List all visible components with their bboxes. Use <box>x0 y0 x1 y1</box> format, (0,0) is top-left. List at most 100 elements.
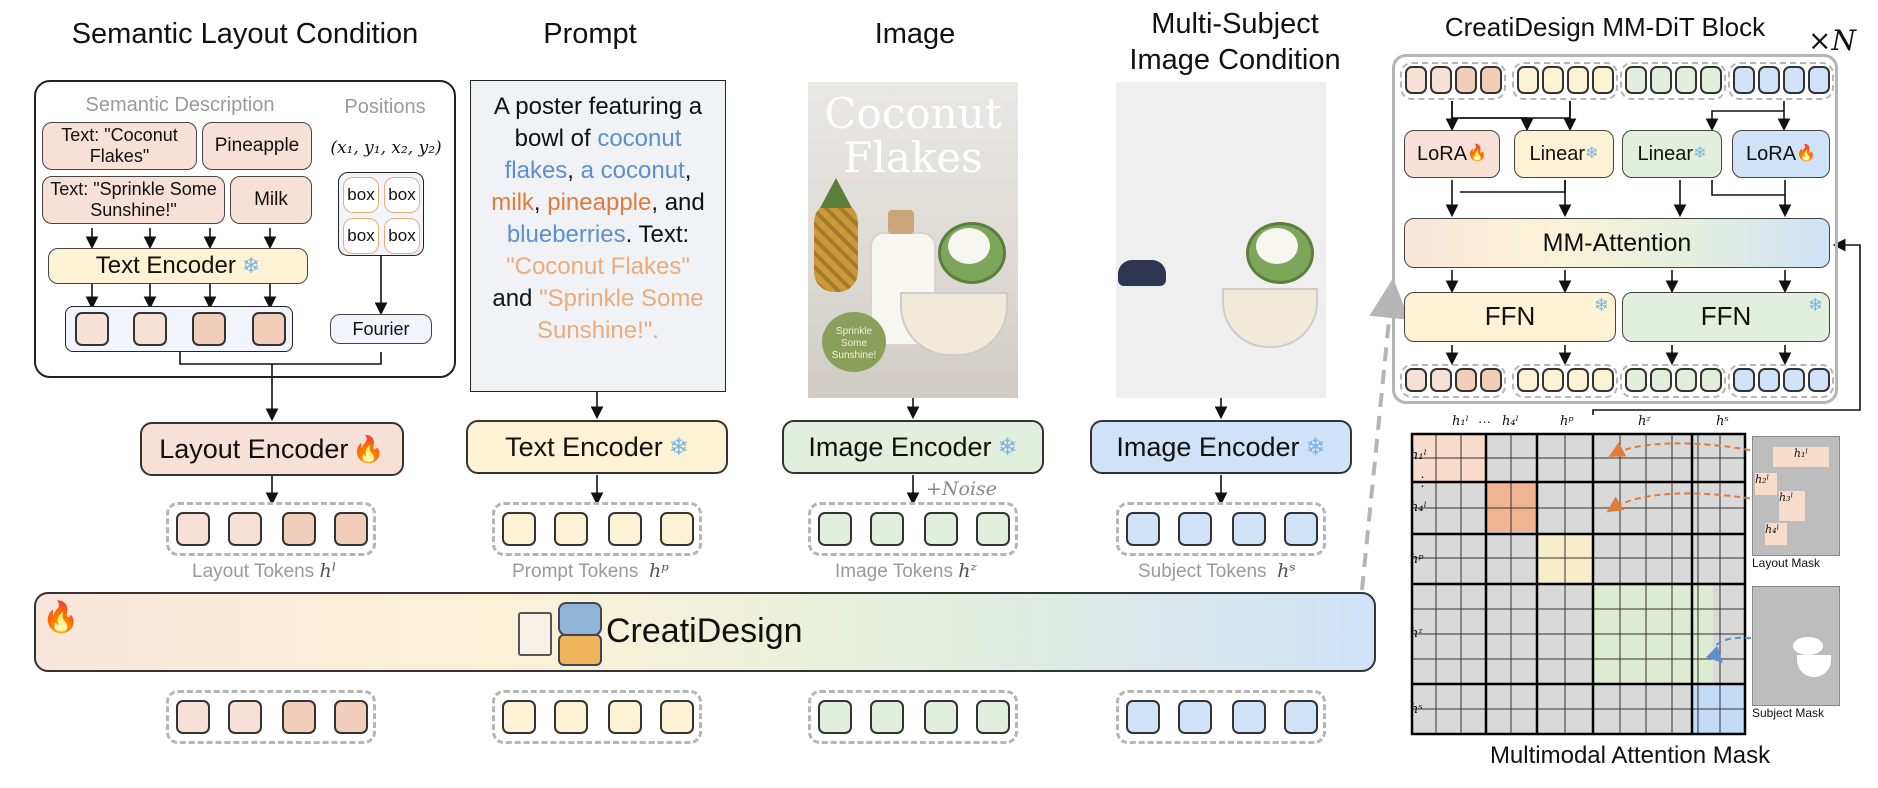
pineapple-shape <box>814 202 858 292</box>
token <box>818 512 852 546</box>
block-tokens-image-out <box>1620 364 1726 398</box>
block-tokens-prompt-out <box>1512 364 1618 398</box>
token <box>228 700 262 734</box>
subject-tokens-box <box>1116 502 1326 556</box>
token <box>1650 66 1672 94</box>
snowflake-icon: ❄ <box>1807 295 1823 315</box>
token <box>1675 66 1697 94</box>
token <box>1480 66 1502 94</box>
ffn-1: FFN❄ <box>1404 292 1616 342</box>
snowflake-icon: ❄ <box>997 433 1018 461</box>
token <box>976 512 1010 546</box>
image-tokens-out <box>808 690 1018 744</box>
subject-tokens-label: Subject Tokens hˢ <box>1138 560 1296 582</box>
token <box>1178 512 1212 546</box>
token <box>1567 66 1589 94</box>
token <box>660 512 694 546</box>
subject-coconut-inner <box>1256 228 1298 264</box>
item-text-sprinkle: Text: "Sprinkle Some Sunshine!" <box>42 176 225 224</box>
token <box>1405 66 1427 94</box>
fire-icon: 🔥 <box>352 433 385 464</box>
token <box>1284 512 1318 546</box>
token <box>1284 700 1318 734</box>
bottle-cork <box>888 210 914 234</box>
box-2: box <box>384 177 420 213</box>
token <box>1542 66 1564 94</box>
token <box>1517 368 1539 392</box>
title-block: CreatiDesign MM-DiT Block <box>1444 12 1766 42</box>
positions-label: Positions <box>344 96 426 118</box>
subject-encoder-label: Image Encoder <box>1116 431 1300 462</box>
token <box>1178 700 1212 734</box>
layout-text-encoder-label: Text Encoder <box>95 252 236 280</box>
image-encoder-label: Image Encoder <box>808 431 992 462</box>
layout-mask-label: Layout Mask <box>1752 556 1821 570</box>
token <box>282 512 316 546</box>
token <box>554 700 588 734</box>
block-tokens-layout-out <box>1400 364 1506 398</box>
block-tokens-prompt-in <box>1512 62 1618 100</box>
token <box>1700 66 1722 94</box>
subject-image <box>1116 82 1326 398</box>
token <box>1542 368 1564 392</box>
prompt-tokens-out <box>492 690 702 744</box>
fire-icon: 🔥 <box>1467 144 1487 162</box>
token <box>1480 368 1502 392</box>
token <box>1625 66 1647 94</box>
mm-attention: MM-Attention <box>1404 218 1830 268</box>
token <box>1783 66 1805 94</box>
lora-1: LoRA🔥 <box>1404 130 1500 178</box>
snowflake-icon: ❄ <box>668 433 689 461</box>
token <box>870 512 904 546</box>
token <box>1232 512 1266 546</box>
row-dots: ⋮ <box>1416 474 1429 489</box>
repeat-n: ×N <box>1808 24 1856 57</box>
creatidesign-label: CreatiDesign <box>606 612 803 650</box>
token <box>1700 368 1722 392</box>
prompt-tokens-label: Prompt Tokens hᵖ <box>512 560 669 582</box>
linear-2: Linear❄ <box>1622 130 1722 178</box>
token <box>1783 368 1805 392</box>
prompt-tokens-box <box>492 502 702 556</box>
box-3: box <box>343 218 379 254</box>
col-h4: h₄ˡ <box>1502 414 1519 429</box>
title-layout: Semantic Layout Condition <box>71 18 419 50</box>
subject-mask-preview <box>1752 586 1840 706</box>
token <box>1455 368 1477 392</box>
text-encoder-label: Text Encoder <box>505 431 663 462</box>
token <box>1808 66 1830 94</box>
layout-tokens-label: Layout Tokens hˡ <box>192 560 337 582</box>
image-tokens-box <box>808 502 1018 556</box>
token <box>282 700 316 734</box>
lm-h3: h₃ˡ <box>1779 491 1805 521</box>
layout-tokens-out <box>166 690 376 744</box>
bowl-shape <box>900 292 1008 356</box>
row-hp: hᵖ <box>1410 552 1424 567</box>
fire-icon: 🔥 <box>1796 144 1816 162</box>
col-hs: hˢ <box>1716 414 1729 429</box>
poster-title-2: Flakes <box>843 133 983 182</box>
title-subject-1: Multi-Subject <box>1151 8 1319 40</box>
token <box>1650 368 1672 392</box>
image-tokens-label: Image Tokens hᶻ <box>835 560 977 582</box>
fourier-block: Fourier <box>330 314 432 344</box>
box-1: box <box>343 177 379 213</box>
col-h1: h₁ˡ <box>1452 414 1469 429</box>
layout-encoder: Layout Encoder 🔥 <box>140 422 404 476</box>
snowflake-icon: ❄ <box>1593 295 1609 315</box>
token <box>1430 66 1452 94</box>
linear-1: Linear❄ <box>1514 130 1614 178</box>
token <box>924 700 958 734</box>
token <box>176 700 210 734</box>
block-tokens-subject-out <box>1728 364 1834 398</box>
pineapple-leaves <box>820 178 852 208</box>
snowflake-icon: ❄ <box>1585 144 1599 162</box>
layout-text-token <box>192 312 226 346</box>
token <box>1567 368 1589 392</box>
token <box>1592 66 1614 94</box>
box-4: box <box>384 218 420 254</box>
subject-bowl <box>1222 288 1318 348</box>
subject-tokens-out <box>1116 690 1326 744</box>
row-hz: hᶻ <box>1410 626 1423 641</box>
